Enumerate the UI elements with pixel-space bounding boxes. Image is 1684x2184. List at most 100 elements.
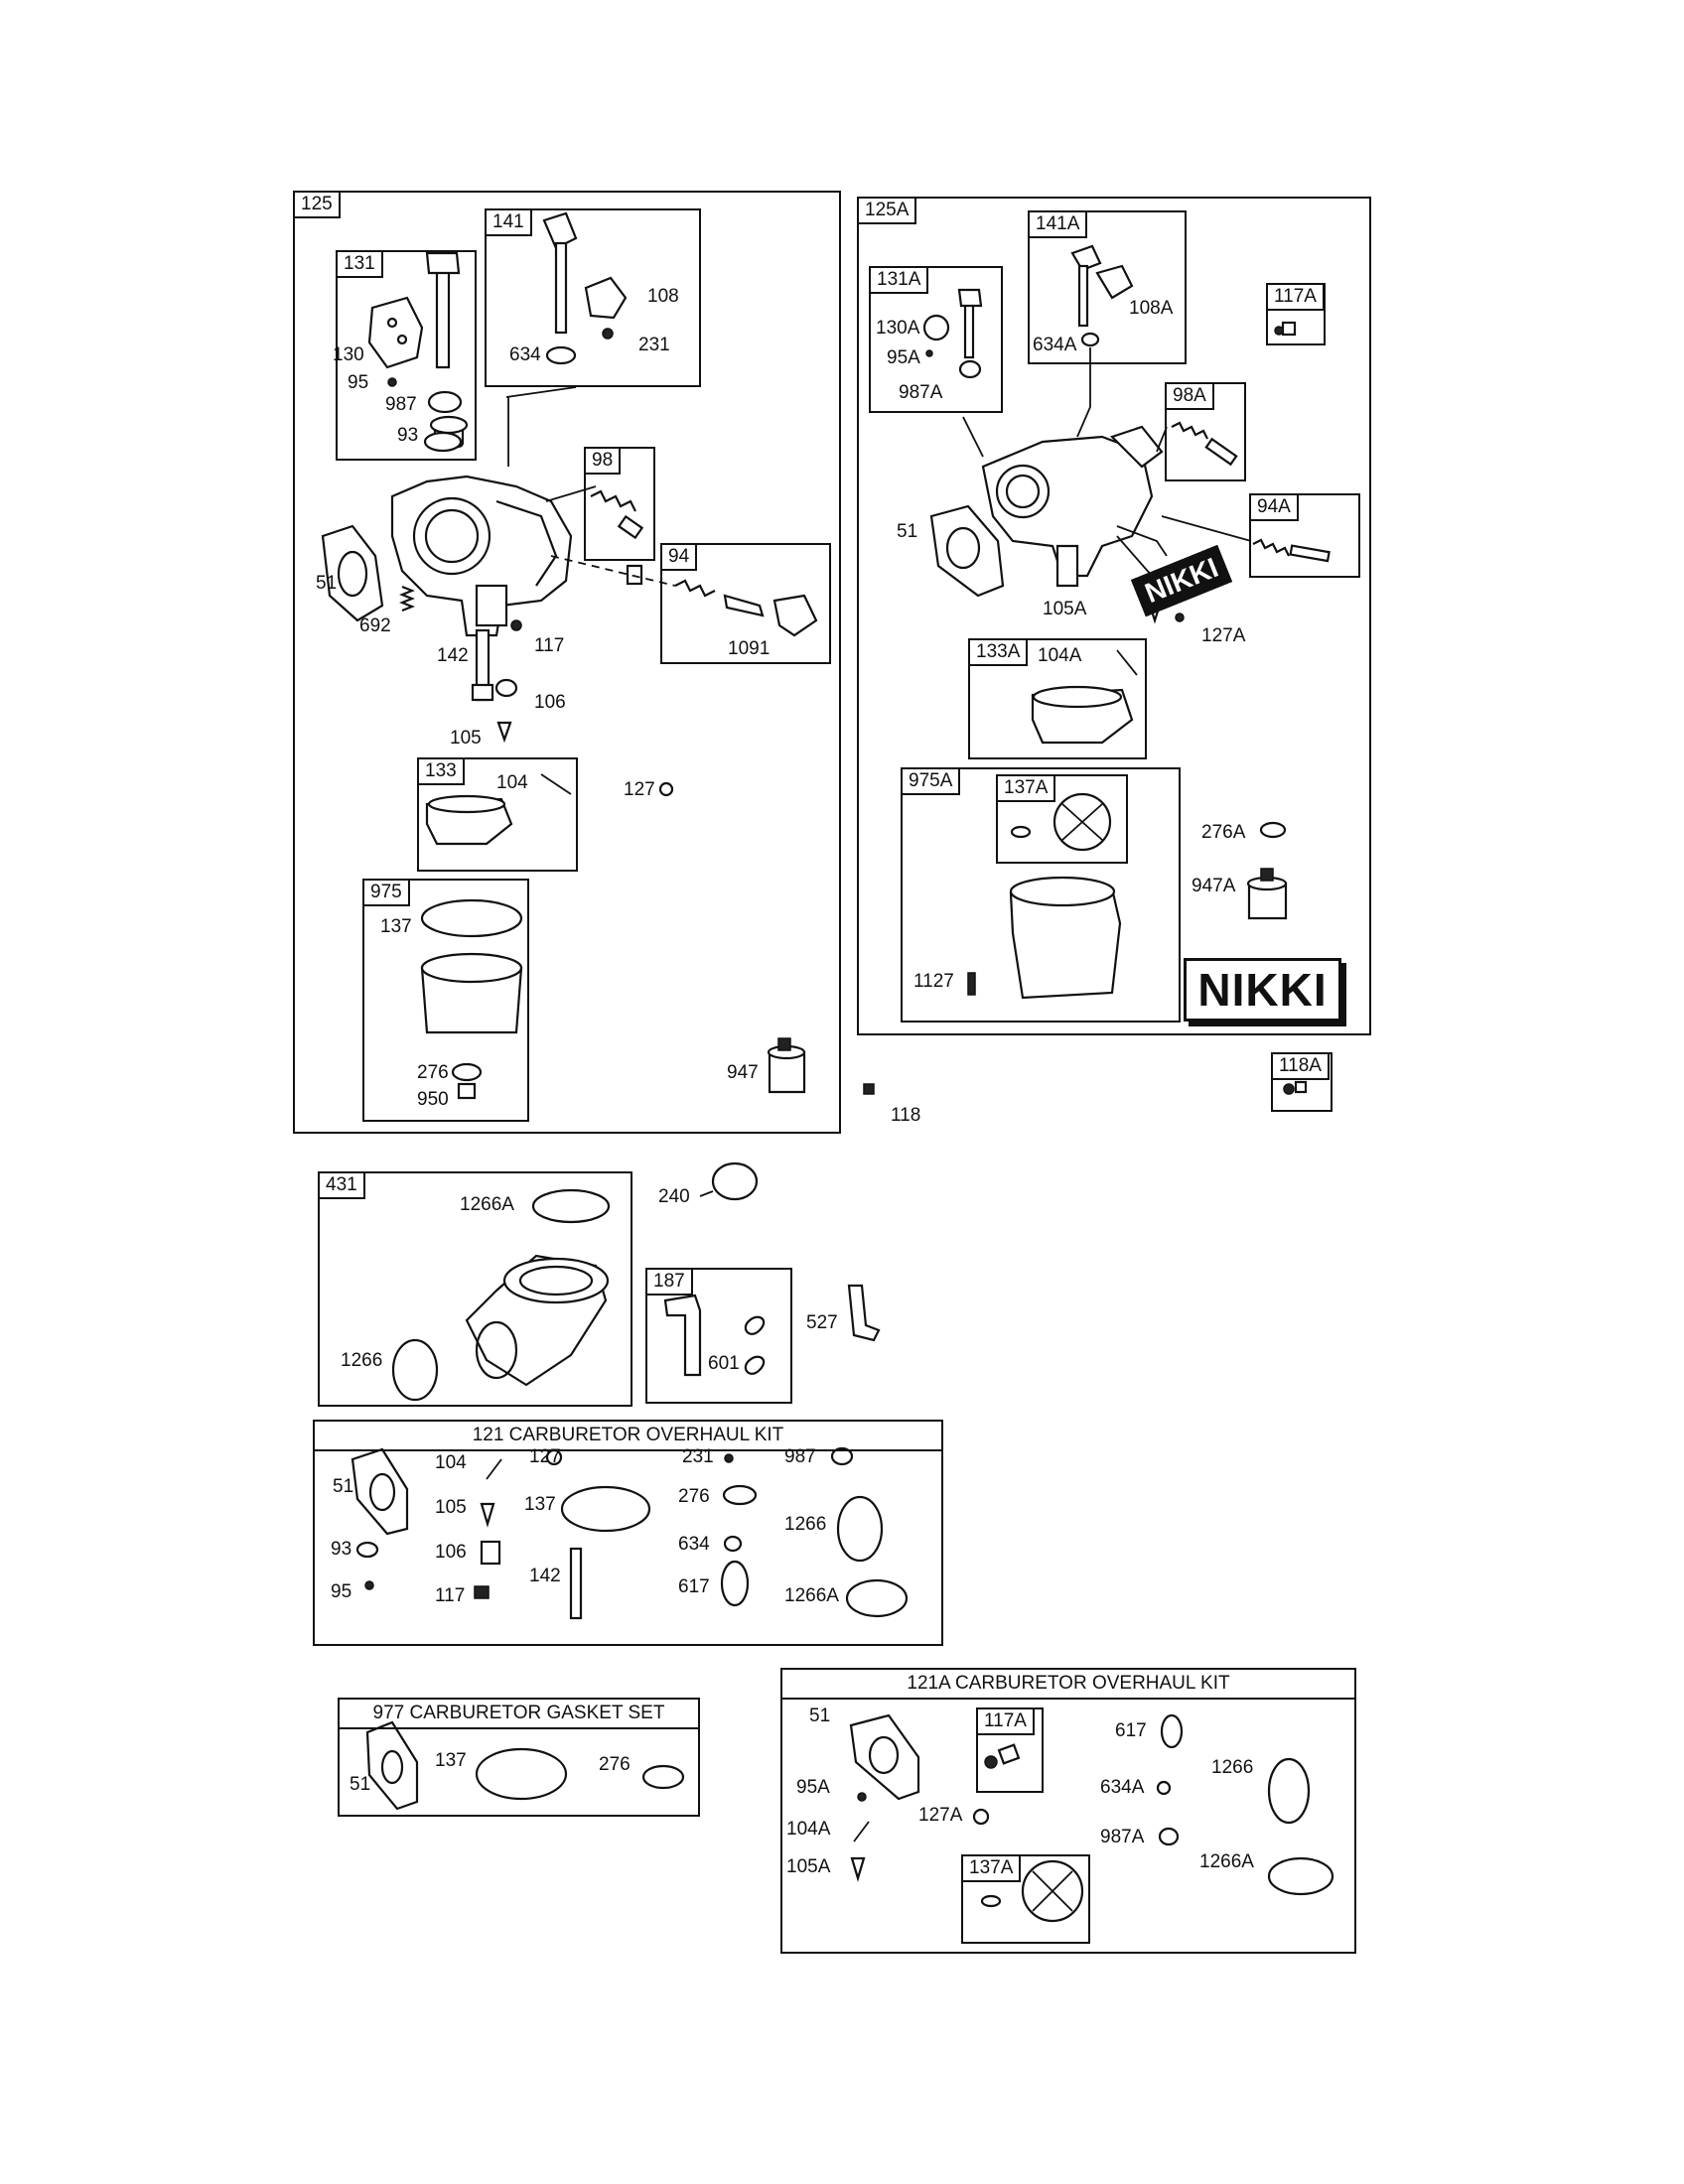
part-label: 127A	[1201, 625, 1246, 646]
part-label: 137	[380, 916, 412, 937]
part-label: 1127	[913, 971, 954, 992]
part-label: 127	[624, 779, 655, 800]
group-box-98A: 98A	[1165, 382, 1246, 481]
group-box-117A: 117A	[1266, 283, 1326, 345]
kit-121-part-label: 104	[435, 1452, 467, 1473]
group-box-141A: 141A	[1028, 210, 1187, 364]
kit-977-part-label: 51	[350, 1774, 371, 1795]
part-label: 51	[316, 573, 338, 594]
group-tag-133: 133	[419, 759, 465, 785]
part-label: 130A	[876, 318, 920, 339]
kit-121A-part-label: 1266A	[1199, 1851, 1254, 1872]
part-label: 108A	[1129, 298, 1174, 319]
part-label: 51	[897, 521, 918, 542]
kit-121-drawing	[351, 1446, 909, 1620]
carburetor-125-drawing	[321, 211, 875, 1100]
kit-121A-part-label: 95A	[796, 1777, 830, 1798]
kit-121-part-label: 1266	[784, 1514, 827, 1535]
part-label: 692	[359, 615, 391, 636]
group-tag-98: 98	[586, 449, 622, 475]
part-label: 142	[437, 645, 469, 666]
kit-121A-part-label: 1266	[1211, 1757, 1254, 1778]
kit-121A-box-137A: 137A	[961, 1854, 1090, 1944]
part-label: 601	[708, 1353, 740, 1374]
group-tag-117A: 117A	[1268, 285, 1325, 311]
group-box-141: 141	[485, 208, 701, 387]
group-box-98: 98	[584, 447, 655, 561]
kit-121-title: 121 CARBURETOR OVERHAUL KIT	[315, 1422, 941, 1451]
part-label: 117	[534, 635, 565, 656]
kit-977-part-label: 276	[599, 1754, 631, 1775]
group-tag-141A: 141A	[1030, 212, 1088, 238]
group-tag-131: 131	[338, 252, 383, 278]
part-label: 1091	[728, 638, 771, 659]
kit-121A-part-label: 634A	[1100, 1777, 1145, 1798]
kit-121-part-label: 51	[333, 1476, 354, 1497]
kit-977-box: 977 CARBURETOR GASKET SET	[338, 1698, 700, 1817]
kit-121-part-label: 117	[435, 1585, 466, 1606]
kit-121-part-label: 142	[529, 1566, 561, 1586]
part-label: 104	[496, 772, 528, 793]
part-label: 130	[333, 344, 364, 365]
kit-121-part-label: 105	[435, 1497, 467, 1518]
group-box-431: 431	[318, 1171, 632, 1407]
kit-977-drawing	[365, 1720, 685, 1811]
part-label: 947A	[1192, 876, 1236, 896]
kit-121-part-label: 231	[682, 1446, 714, 1467]
part-label: 104A	[1038, 645, 1082, 666]
kit-977-title: 977 CARBURETOR GASKET SET	[340, 1700, 698, 1729]
nikki-logo-large: NIKKI	[1184, 958, 1341, 1022]
group-box-131: 131	[336, 250, 477, 461]
part-label: 276A	[1201, 822, 1246, 843]
kit-121A-part-label: 105A	[786, 1856, 831, 1877]
intake-431-drawing	[391, 1161, 881, 1402]
carburetor-125A-drawing	[922, 244, 1331, 1095]
group-tag-137A: 137A	[998, 776, 1056, 802]
kit-121-part-label: 276	[678, 1486, 710, 1507]
group-tag-975: 975	[364, 881, 410, 906]
kit-121A-tag-137A: 137A	[963, 1856, 1022, 1882]
part-label: 987	[385, 394, 417, 415]
part-label: 947	[727, 1062, 759, 1083]
kit-121-part-label: 93	[331, 1539, 352, 1560]
group-box-975A: 975A	[901, 767, 1181, 1023]
group-box-137A: 137A	[996, 774, 1128, 864]
group-tag-131A: 131A	[871, 268, 929, 294]
part-label: 527	[806, 1312, 838, 1333]
group-box-125A: 125A	[857, 197, 1371, 1035]
part-label: 1266	[341, 1350, 383, 1371]
kit-121-part-label: 617	[678, 1576, 710, 1597]
kit-121A-title: 121A CARBURETOR OVERHAUL KIT	[782, 1670, 1354, 1700]
group-tag-125A: 125A	[859, 199, 917, 224]
part-label: 105A	[1043, 599, 1087, 619]
kit-121-part-label: 106	[435, 1542, 467, 1563]
part-label: 106	[534, 692, 566, 713]
group-tag-187: 187	[647, 1270, 693, 1296]
kit-121A-part-label: 617	[1115, 1720, 1147, 1741]
kit-121-part-label: 127	[529, 1446, 561, 1467]
kit-121A-tag-117A: 117A	[978, 1709, 1035, 1735]
group-tag-431: 431	[320, 1173, 365, 1199]
kit-121A-drawing	[849, 1713, 1334, 1923]
group-box-133A: 133A	[968, 638, 1147, 759]
group-tag-94A: 94A	[1251, 495, 1299, 521]
group-box-94A: 94A	[1249, 493, 1360, 578]
part-label: 93	[397, 425, 419, 446]
group-box-131A: 131A	[869, 266, 1003, 413]
kit-121-part-label: 137	[524, 1494, 556, 1515]
kit-977-part-label: 137	[435, 1750, 467, 1771]
kit-121A-part-label: 104A	[786, 1819, 831, 1840]
kit-121-box: 121 CARBURETOR OVERHAUL KIT	[313, 1420, 943, 1646]
part-label: 108	[647, 286, 679, 307]
kit-121-part-label: 987	[784, 1446, 816, 1467]
kit-121A-box: 121A CARBURETOR OVERHAUL KIT	[780, 1668, 1356, 1954]
part-label: 118	[891, 1105, 921, 1126]
part-label: 1266A	[460, 1194, 514, 1215]
group-tag-98A: 98A	[1167, 384, 1214, 410]
kit-121-part-label: 1266A	[784, 1585, 839, 1606]
kit-121-part-label: 95	[331, 1581, 352, 1602]
part-label: 634A	[1033, 335, 1077, 355]
group-tag-133A: 133A	[970, 640, 1029, 666]
